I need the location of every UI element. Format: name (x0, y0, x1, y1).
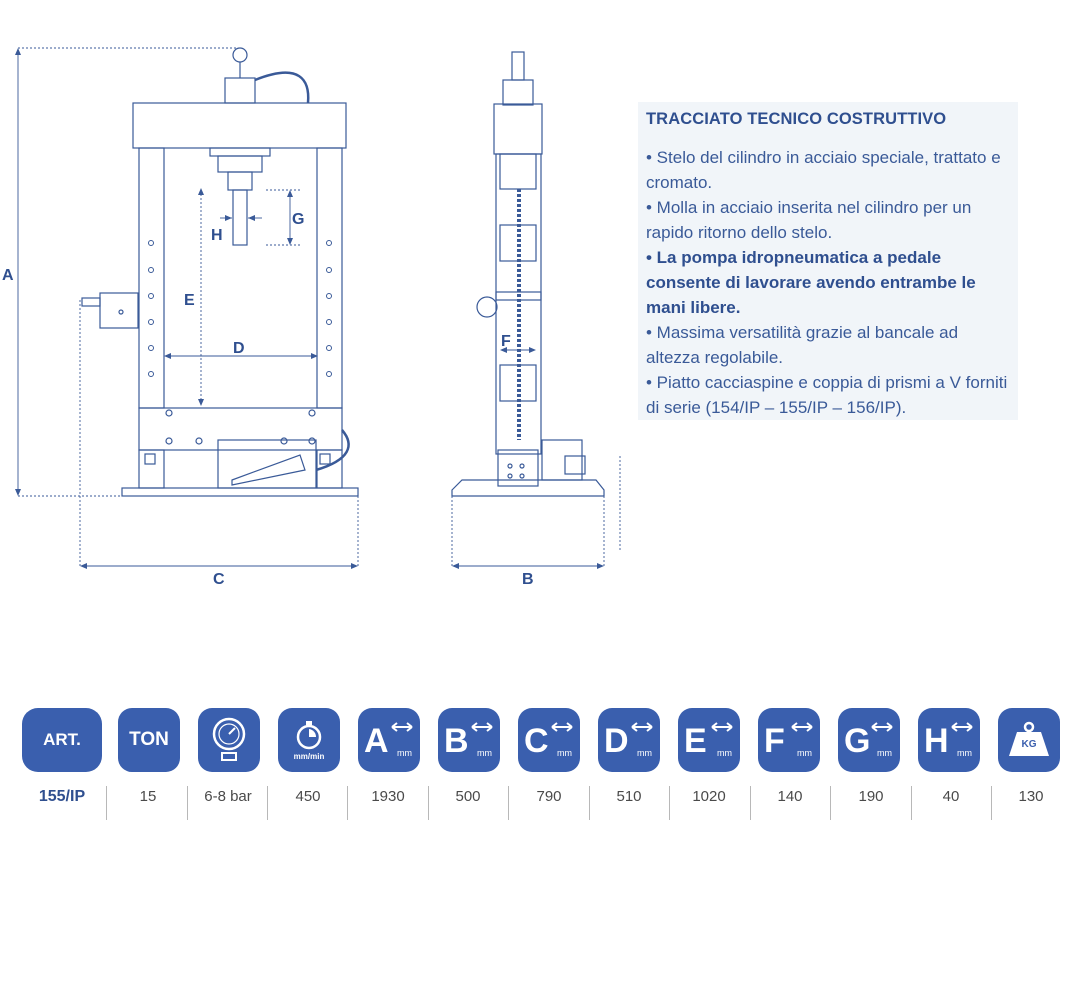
speed-unit: mm/min (293, 751, 325, 761)
art-label: ART. (43, 730, 81, 749)
dim-label-A: A (2, 267, 14, 284)
dim-b-tile: B mm (438, 708, 500, 772)
dim-c-letter: C (524, 722, 549, 760)
panel-title: TRACCIATO TECNICO COSTRUTTIVO (646, 110, 947, 128)
divider (589, 786, 590, 820)
spec-values-row: 155/IP 15 6-8 bar 450 1930 500 790 510 1… (0, 786, 1080, 822)
double-arrow-icon (951, 722, 973, 732)
side-valve (99, 292, 139, 329)
double-arrow-icon (471, 722, 493, 732)
ton-tile: TON (118, 708, 180, 772)
double-arrow-icon (711, 722, 733, 732)
dim-label-H: H (211, 227, 223, 244)
bed (138, 407, 343, 451)
divider (267, 786, 268, 820)
divider (508, 786, 509, 820)
dim-e-tile: E mm (678, 708, 740, 772)
feature-item: • Molla in acciaio inserita nel cilindro… (646, 198, 972, 242)
stopwatch-icon: mm/min (278, 708, 340, 772)
side-base (451, 479, 605, 497)
dim-label-B: B (522, 571, 534, 588)
double-arrow-icon (551, 722, 573, 732)
spec-dim-h: 40 (942, 788, 960, 805)
dim-label-E: E (184, 292, 195, 309)
right-column (316, 147, 343, 409)
divider (187, 786, 188, 820)
divider (106, 786, 107, 820)
dim-h-tile: H mm (918, 708, 980, 772)
dim-unit: mm (557, 748, 572, 758)
feature-item: • La pompa idropneumatica a pedale conse… (646, 248, 976, 317)
double-arrow-icon (391, 722, 413, 732)
spec-dim-a: 1930 (371, 788, 405, 805)
dim-label-F: F (501, 333, 511, 350)
spec-dim-g: 190 (858, 788, 884, 805)
dim-unit: mm (797, 748, 812, 758)
top-beam (132, 102, 347, 149)
dim-label-D: D (233, 340, 245, 357)
side-gauge (476, 296, 498, 318)
dim-unit: mm (957, 748, 972, 758)
spec-dim-f: 140 (777, 788, 803, 805)
dim-h-letter: H (924, 722, 949, 760)
feature-list: • Stelo del cilindro in acciaio speciale… (646, 145, 1016, 420)
dim-f-tile: F mm (758, 708, 820, 772)
technical-info-panel: TRACCIATO TECNICO COSTRUTTIVO • Stelo de… (638, 102, 1018, 420)
spec-ton: 15 (139, 788, 157, 805)
divider (347, 786, 348, 820)
dim-unit: mm (877, 748, 892, 758)
spec-pressure: 6-8 bar (204, 788, 252, 805)
dim-e-letter: E (684, 722, 707, 760)
dim-a-letter: A (364, 722, 389, 760)
double-arrow-icon (631, 722, 653, 732)
divider (991, 786, 992, 820)
divider (911, 786, 912, 820)
dim-g-letter: G (844, 722, 871, 760)
divider (830, 786, 831, 820)
weight-unit: KG (1021, 739, 1037, 750)
double-arrow-icon (871, 722, 893, 732)
dim-d-tile: D mm (598, 708, 660, 772)
spec-dim-c: 790 (536, 788, 562, 805)
feature-item: • Stelo del cilindro in acciaio speciale… (646, 148, 1001, 192)
hydraulic-hose (254, 71, 310, 104)
dim-unit: mm (477, 748, 492, 758)
spec-dim-e: 1020 (692, 788, 726, 805)
spec-dim-d: 510 (616, 788, 642, 805)
spec-header-icons: ART. TON mm/min A mm B mm C mm D (0, 708, 1080, 778)
pressure-gauge-icon (198, 708, 260, 772)
double-arrow-icon (791, 722, 813, 732)
dim-a-tile: A mm (358, 708, 420, 772)
pressure-gauge-icon (232, 47, 248, 63)
spec-weight: 130 (1018, 788, 1044, 805)
spec-speed: 450 (295, 788, 321, 805)
art-tile: ART. (22, 708, 102, 772)
dim-label-C: C (213, 571, 225, 588)
dim-b-letter: B (444, 722, 469, 760)
foot-pump (217, 439, 317, 489)
feature-item: • Piatto cacciaspine e coppia di prismi … (646, 373, 1008, 417)
divider (669, 786, 670, 820)
dim-f-letter: F (764, 722, 785, 760)
dim-unit: mm (397, 748, 412, 758)
piston-rod (232, 189, 248, 246)
spec-model: 155/IP (38, 788, 86, 805)
dim-g-tile: G mm (838, 708, 900, 772)
dim-unit: mm (637, 748, 652, 758)
divider (750, 786, 751, 820)
divider (428, 786, 429, 820)
dim-label-G: G (292, 211, 304, 228)
dim-d-letter: D (604, 722, 629, 760)
dim-c-tile: C mm (518, 708, 580, 772)
ton-label: TON (129, 729, 169, 750)
base-plate (121, 487, 359, 497)
weight-icon: KG (998, 708, 1060, 772)
dim-unit: mm (717, 748, 732, 758)
left-column (138, 147, 165, 409)
feature-item: • Massima versatilità grazie al bancale … (646, 323, 959, 367)
cylinder-head (224, 77, 256, 104)
spec-dim-b: 500 (455, 788, 481, 805)
technical-drawing: A C D E G H B F (2, 47, 621, 588)
